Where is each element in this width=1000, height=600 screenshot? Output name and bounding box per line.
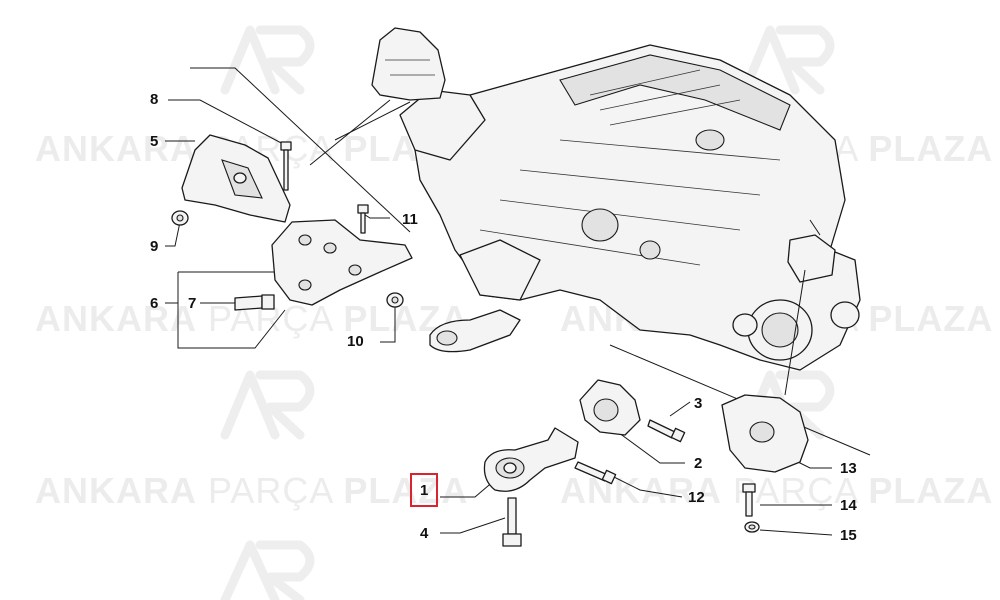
part-8-bolt [280,141,292,191]
part-14-bolt [742,483,756,517]
part-3-bolt [647,419,686,443]
callout-11[interactable]: 11 [402,211,418,228]
part-6-mount [271,219,413,306]
part-2-bracket [579,379,641,436]
callout-13[interactable]: 13 [840,460,857,477]
part-7-stud [234,294,275,311]
callout-5[interactable]: 5 [150,133,159,150]
callout-1[interactable]: 1 [420,482,429,499]
callout-15[interactable]: 15 [840,527,857,544]
callout-10[interactable]: 10 [347,333,364,350]
callout-4[interactable]: 4 [420,525,429,542]
callout-12[interactable]: 12 [688,489,705,506]
callout-2[interactable]: 2 [694,455,703,472]
callout-14[interactable]: 14 [840,497,857,514]
callout-3[interactable]: 3 [694,395,703,412]
callout-9[interactable]: 9 [150,238,159,255]
part-11-bolt [357,204,369,234]
part-4-bolt [502,497,522,547]
callout-6[interactable]: 6 [150,295,159,312]
engine-assembly [371,27,861,371]
watermark-row-3: ANKARA PARÇA PLAZA [35,470,469,511]
part-9-nut [171,210,189,226]
part-15-washer [744,521,760,533]
part-10-nut [386,292,404,308]
part-5-bracket [181,134,291,223]
callout-1-highlight-box [410,473,438,507]
part-1-torque-rod [483,427,579,492]
callout-7[interactable]: 7 [188,295,197,312]
part-13-mount [721,394,809,473]
part-12-bolt [574,461,617,485]
leader-lines [165,67,871,536]
callout-8[interactable]: 8 [150,91,159,108]
